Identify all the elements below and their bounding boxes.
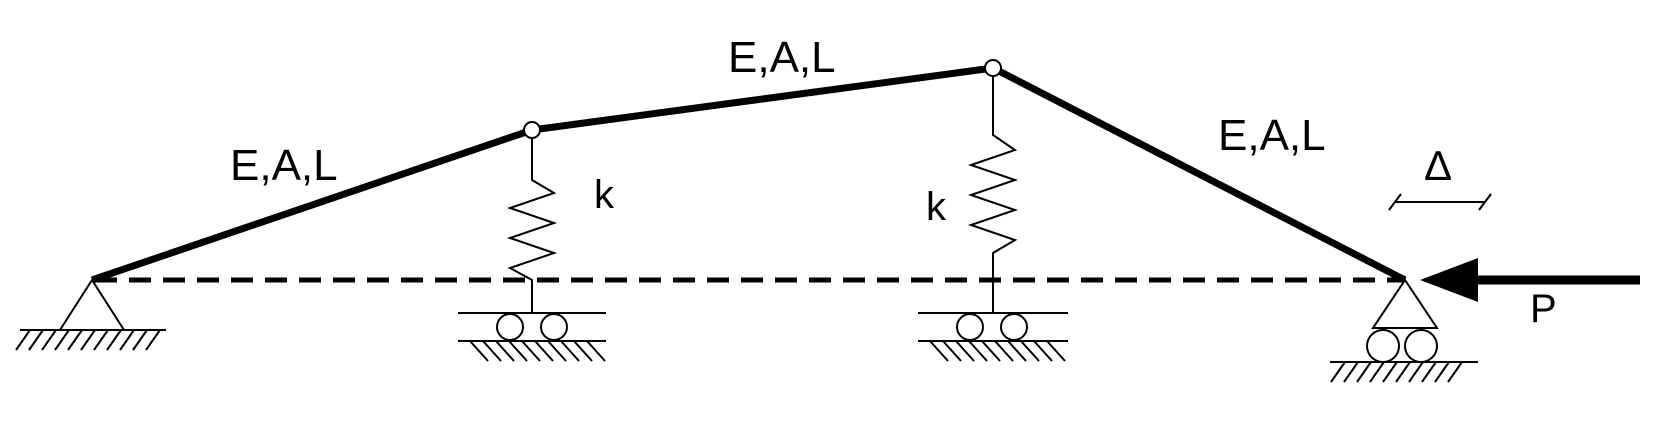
roller-support-middle-right [918,312,1068,362]
member-middle-label: E,A,L [728,33,836,82]
member-right [991,64,1407,284]
delta-label: Δ [1424,142,1452,189]
spring-right-label: k [926,185,947,229]
member-left [90,126,534,284]
member-right-label: E,A,L [1218,111,1326,160]
load-arrow [1420,258,1640,302]
spring-left-label: k [594,173,615,217]
spring-right [967,76,1019,313]
members [90,64,1407,284]
load-label: P [1530,287,1557,331]
displacement-indicator [1388,193,1492,211]
roller-support-right [1330,278,1478,383]
hinge-right [984,59,1002,77]
hinge-left [523,121,541,139]
spring-left [506,138,558,313]
pin-support-left [15,278,166,351]
roller-support-left [458,312,606,362]
member-left-label: E,A,L [230,141,338,190]
member-middle [531,64,994,134]
